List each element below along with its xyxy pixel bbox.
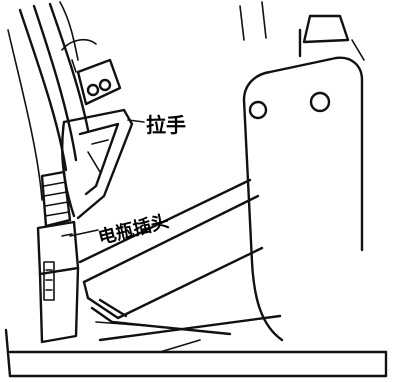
label-leaders	[69, 119, 145, 237]
handle-part	[60, 108, 134, 220]
cable-bundle	[7, 1, 90, 201]
plug-body	[36, 170, 80, 344]
battery-tray	[78, 178, 282, 342]
bottom-frame	[4, 328, 388, 378]
side-panel	[239, 1, 365, 342]
plug-top-cap	[61, 38, 122, 106]
handle-label: 拉手	[146, 113, 186, 137]
battery-plug-label: 电瓶插头	[96, 210, 171, 249]
